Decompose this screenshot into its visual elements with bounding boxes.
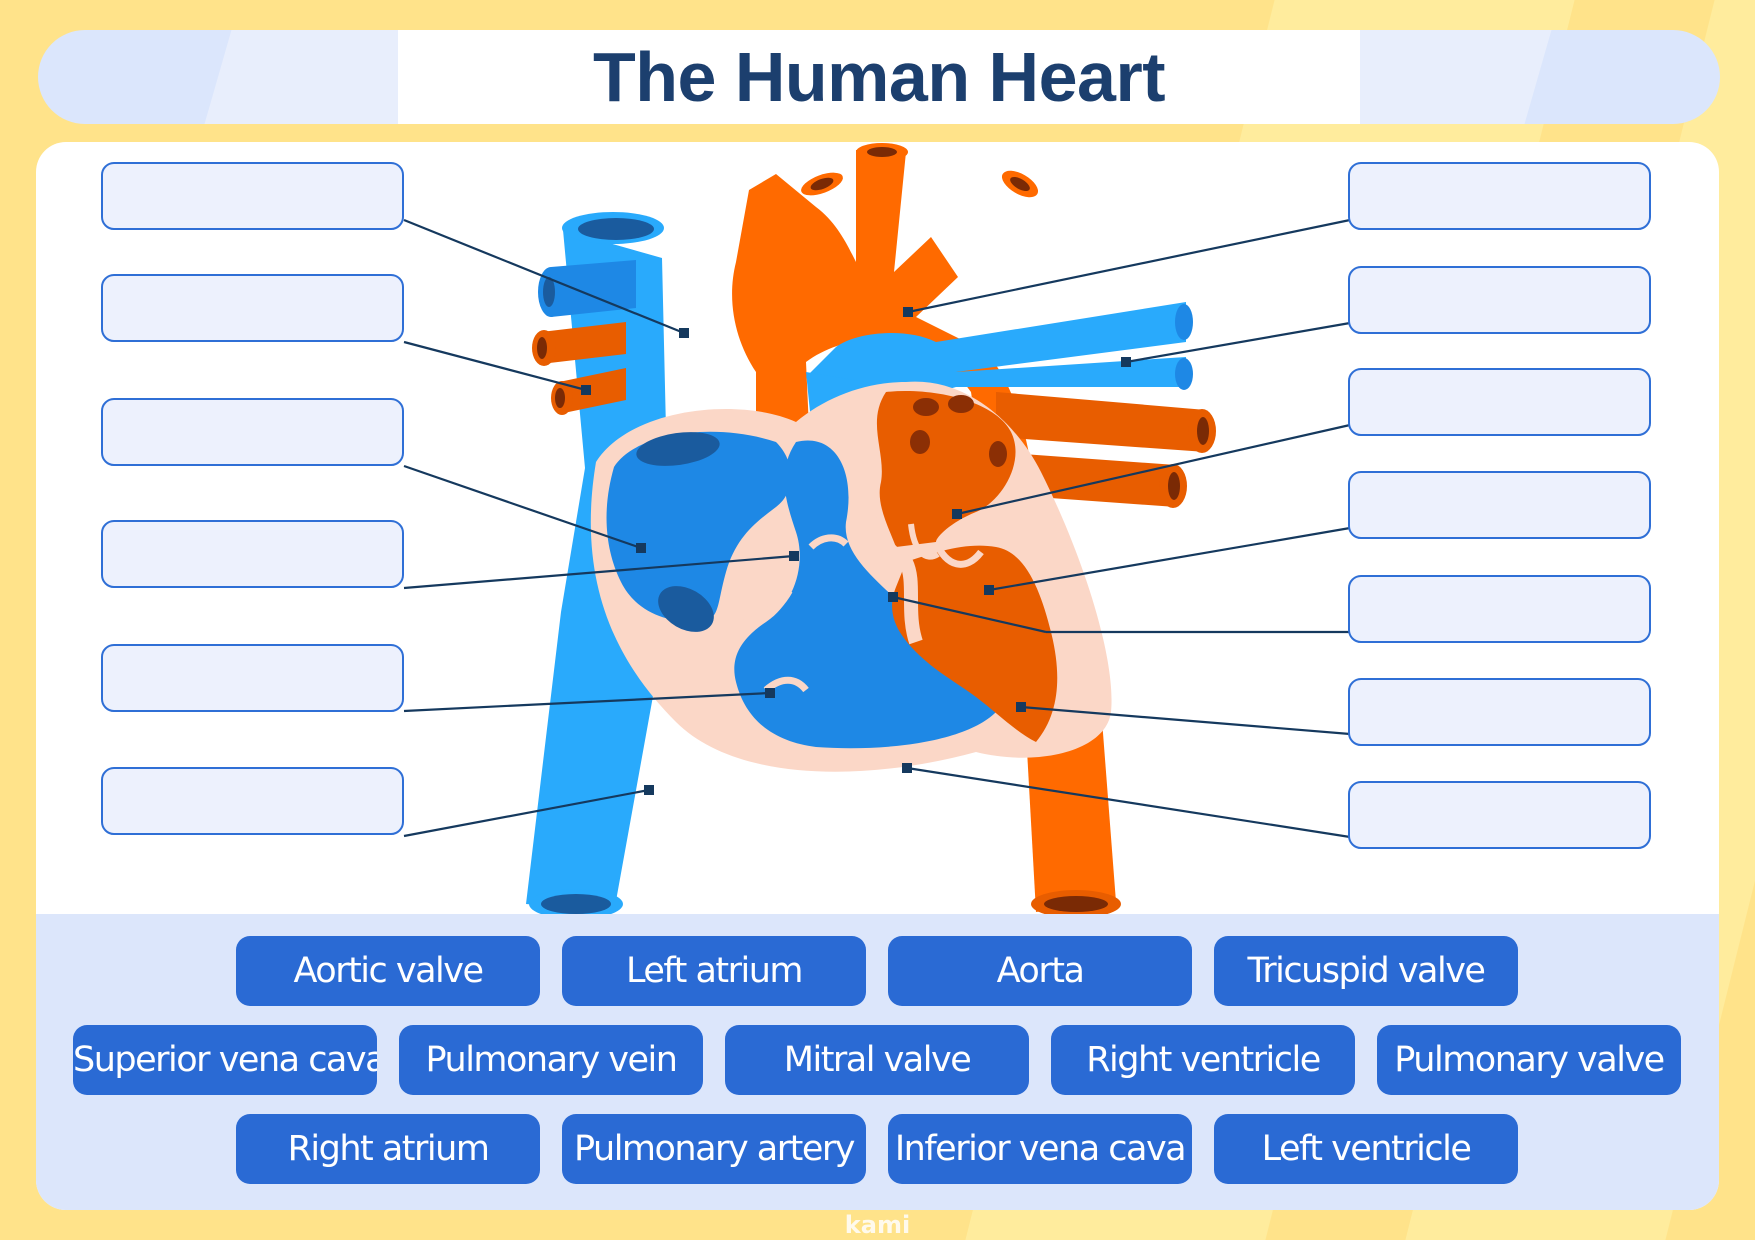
vena-cava-side-branch [551,260,636,317]
right-ventricle-chamber [734,440,996,749]
pulmonary-vein-hole [1168,472,1180,500]
label-box-right-2[interactable] [1348,266,1651,334]
leader-lines-right [892,218,1351,839]
word-chip-superior-vena-cava[interactable]: Superior vena cava [73,1025,377,1095]
word-chip-pulmonary-vein[interactable]: Pulmonary vein [399,1025,703,1095]
right-pulmonary-artery-hole [537,337,547,359]
label-box-right-1[interactable] [1348,162,1651,230]
leader-line [1125,321,1351,364]
leader-line [956,423,1351,516]
inferior-opening [658,586,714,632]
right-pulmonary-artery-branch [541,322,626,364]
pulmonary-vein-inlet [910,430,930,454]
word-chip-pulmonary-artery[interactable]: Pulmonary artery [562,1114,866,1184]
leader-line [403,218,685,335]
word-chip-aortic-valve[interactable]: Aortic valve [236,936,540,1006]
leader-line [906,766,1351,839]
worksheet-panel: Aortic valve Left atrium Aorta Tricuspid… [36,142,1719,1210]
pulmonary-vein-branch [996,392,1206,452]
leader-line [1020,705,1351,736]
title-banner: The Human Heart [38,30,1720,124]
word-chip-mitral-valve[interactable]: Mitral valve [725,1025,1029,1095]
leader-line [907,218,1351,314]
word-chip-pulmonary-valve[interactable]: Pulmonary valve [1377,1025,1681,1095]
pulmonary-artery-opening [1175,304,1193,340]
mitral-valve-flaps [932,540,984,568]
pulmonary-valve-flap [808,534,849,550]
aorta-hole [867,147,897,157]
word-chip-right-ventricle[interactable]: Right ventricle [1051,1025,1355,1095]
right-atrium-pink-separation [734,587,793,632]
label-box-right-4[interactable] [1348,471,1651,539]
leader-endpoint [644,785,654,795]
leader-lines-left [403,218,795,838]
leader-line [892,595,1047,634]
label-box-left-1[interactable] [101,162,404,230]
word-chip-left-atrium[interactable]: Left atrium [562,936,866,1006]
pulmonary-artery-opening [1175,358,1193,390]
kami-watermark: kami [844,1211,911,1239]
word-chip-tricuspid-valve[interactable]: Tricuspid valve [1214,936,1518,1006]
leader-endpoint [636,543,646,553]
septum-wall [849,480,923,645]
leader-endpoint [765,688,775,698]
leader-line [988,526,1351,592]
leader-line [403,691,771,713]
aorta-hole [810,177,834,191]
pulmonary-vein-inlet [989,441,1007,467]
leader-endpoint [581,385,591,395]
leader-endpoint [952,509,962,519]
title-banner-center [398,30,1360,124]
pulmonary-vein-inlet [913,398,939,416]
leader-line [403,340,587,392]
word-chip-left-ventricle[interactable]: Left ventricle [1214,1114,1518,1184]
label-box-left-2[interactable] [101,274,404,342]
label-box-left-6[interactable] [101,767,404,835]
left-ventricle-chamber [892,545,1058,742]
leader-line [403,788,650,838]
descending-aorta-hole [1044,896,1108,912]
leader-endpoint [902,763,912,773]
leader-endpoint [903,307,913,317]
label-box-right-3[interactable] [1348,368,1651,436]
label-box-left-5[interactable] [101,644,404,712]
superior-vena-cava-hole [578,218,654,240]
right-atrium-opening [636,432,720,466]
label-box-right-7[interactable] [1348,781,1651,849]
pulmonary-vein-inlet [948,395,974,413]
right-pulmonary-artery-branch [559,368,626,414]
pulmonary-vein-hole [1197,417,1209,445]
leader-endpoint [679,328,689,338]
leader-line [403,554,795,590]
page-title: The Human Heart [592,38,1166,116]
leader-endpoint [1121,357,1131,367]
label-box-left-4[interactable] [101,520,404,588]
label-box-left-3[interactable] [101,398,404,466]
leader-endpoint [1016,702,1026,712]
aorta-hole [1010,177,1030,191]
leader-endpoint [888,592,898,602]
leader-endpoint [984,585,994,595]
heart-diagram [403,143,1351,914]
inferior-vena-cava-hole [541,894,611,914]
right-atrium-chamber [606,431,791,622]
word-chip-aorta[interactable]: Aorta [888,936,1192,1006]
label-box-right-5[interactable] [1348,575,1651,643]
aortic-valve-flaps [908,523,940,560]
leader-line [403,464,642,550]
tricuspid-valve-flap [763,676,809,693]
right-pulmonary-artery-hole [555,388,565,408]
leader-endpoint [789,551,799,561]
leader-endpoints [581,307,1131,795]
vena-cava-side-opening-inner [543,277,555,307]
word-chip-right-atrium[interactable]: Right atrium [236,1114,540,1184]
word-chip-inferior-vena-cava[interactable]: Inferior vena cava [888,1114,1192,1184]
label-box-right-6[interactable] [1348,678,1651,746]
